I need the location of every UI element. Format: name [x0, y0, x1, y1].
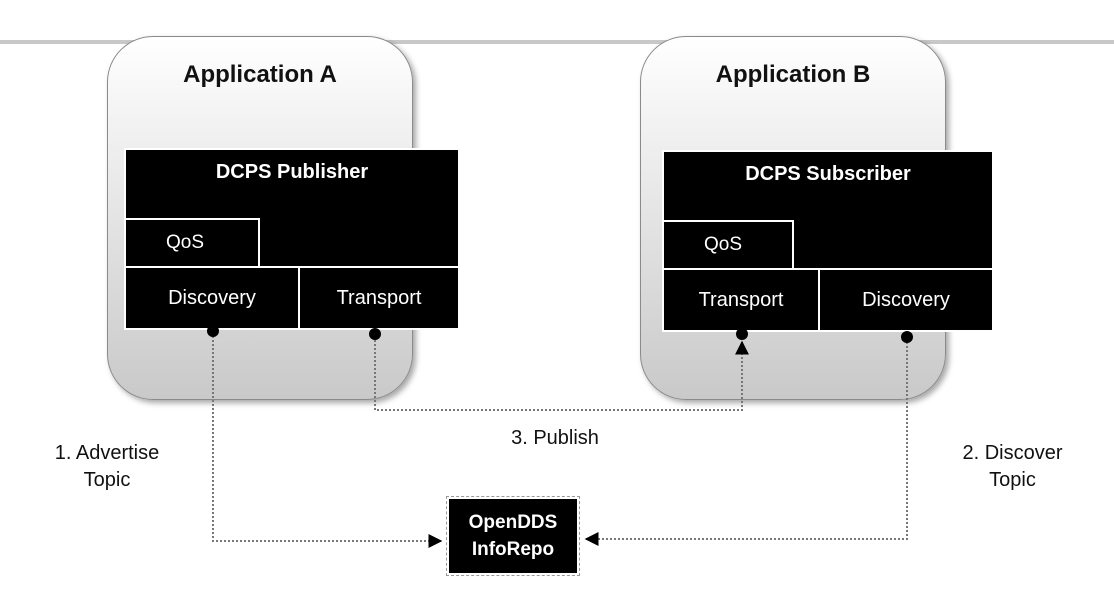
advertise-topic-label: 1. Advertise Topic [22, 440, 192, 494]
subscriber-qos-block: QoS [662, 220, 794, 270]
publisher-transport-block: Transport [298, 266, 460, 330]
subscriber-transport-block: Transport [662, 268, 820, 332]
inforepo-label-line2: InfoRepo [471, 539, 555, 560]
subscriber-discovery-block: Discovery [818, 268, 994, 332]
advertise-topic-line1: 1. Advertise [54, 442, 160, 464]
publisher-discovery-block: Discovery [124, 266, 300, 330]
header-rule [0, 40, 1114, 44]
publisher-transport-port [369, 328, 381, 340]
subscriber-qos-label: QoS [704, 234, 743, 255]
discover-topic-path [584, 338, 908, 546]
subscriber-discovery-label: Discovery [862, 288, 950, 311]
advertise-topic-path [212, 336, 443, 548]
advertise-topic-line2: Topic [83, 469, 131, 491]
subscriber-transport-label: Transport [698, 288, 784, 311]
publisher-discovery-label: Discovery [168, 286, 256, 309]
inforepo-label-line1: OpenDDS [468, 512, 558, 533]
application-b-title: Application B [715, 61, 871, 88]
discover-topic-line2: Topic [989, 469, 1036, 491]
dcps-publisher-label: DCPS Publisher [215, 161, 369, 183]
publish-path [374, 336, 749, 411]
publisher-qos-label: QoS [166, 232, 205, 253]
opendds-inforepo-block: OpenDDS InfoRepo [446, 496, 580, 576]
publisher-transport-label: Transport [336, 286, 422, 309]
dcps-subscriber-label: DCPS Subscriber [745, 163, 911, 185]
subscriber-discovery-port [901, 331, 913, 343]
application-a-title: Application A [183, 61, 337, 88]
publish-label: 3. Publish [511, 427, 599, 449]
publisher-discovery-port [207, 325, 219, 337]
discover-topic-line1: 2. Discover [962, 442, 1063, 464]
discover-topic-label: 2. Discover Topic [930, 440, 1095, 494]
subscriber-transport-port [736, 328, 748, 340]
